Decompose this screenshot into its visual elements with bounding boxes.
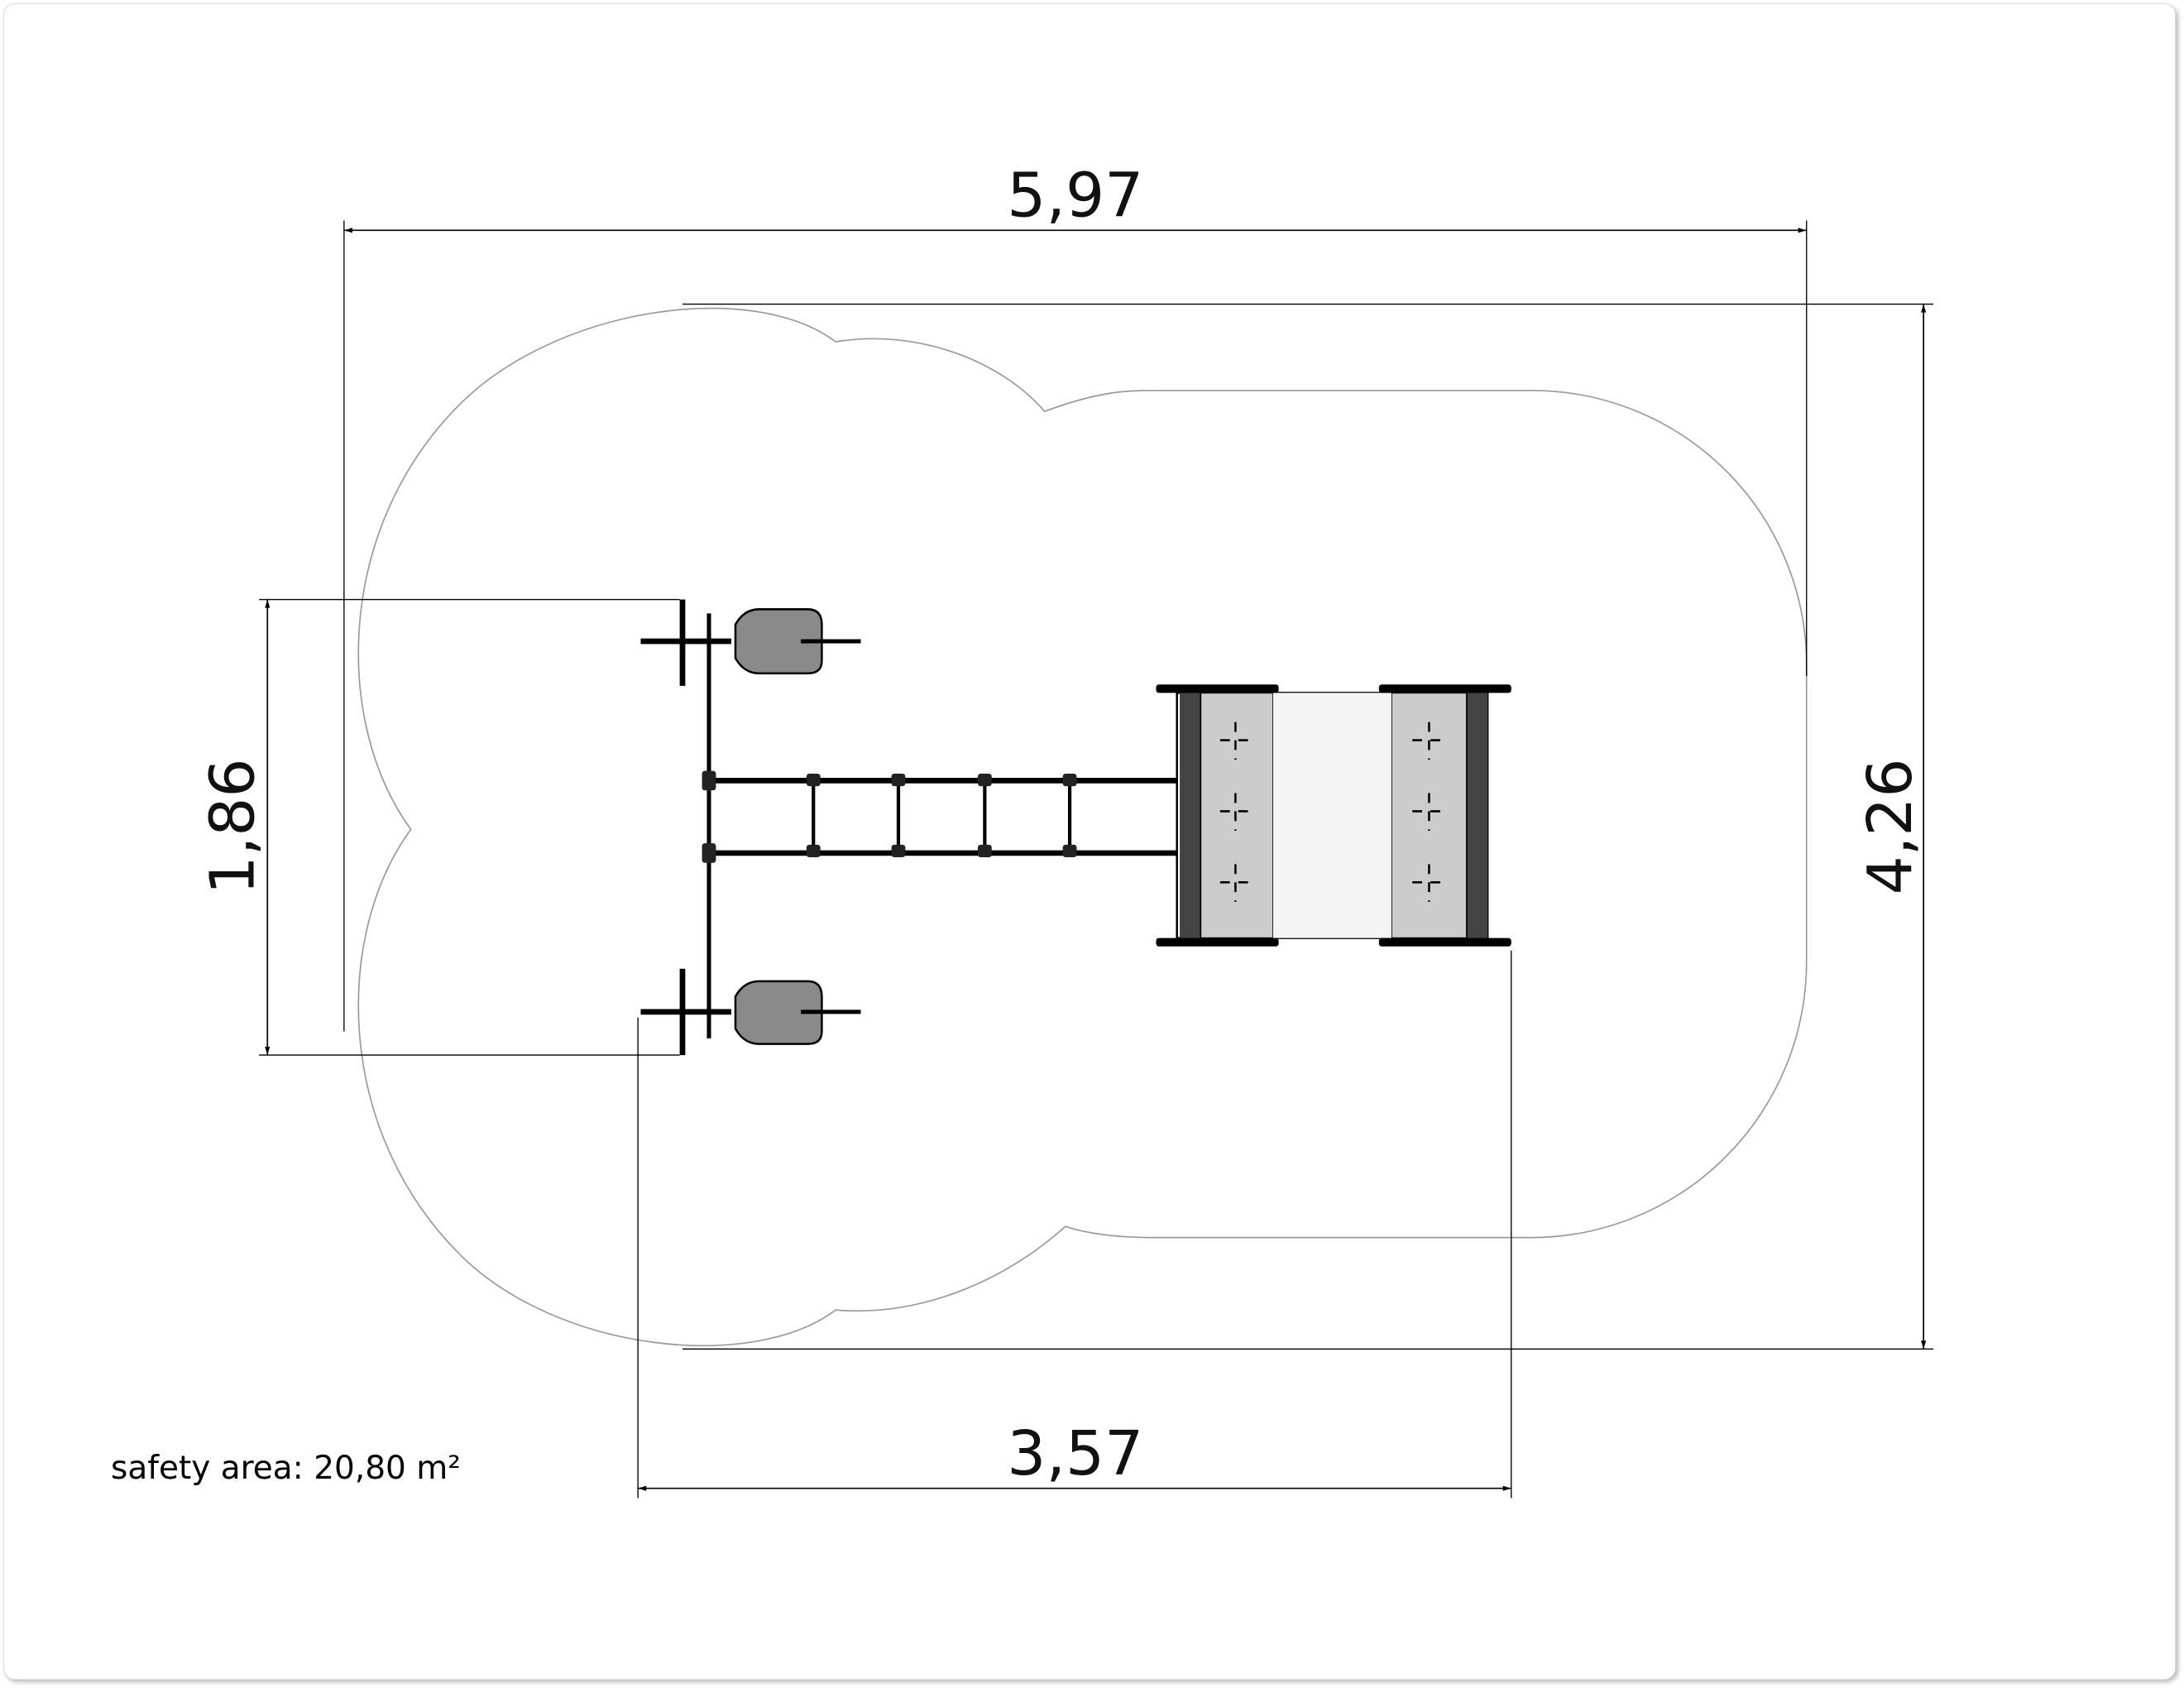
page-frame [3, 3, 2176, 1680]
seat-top [640, 599, 861, 686]
ladder-rungs [812, 780, 1072, 853]
dimension-length-label-text: 3,57 [1007, 1418, 1143, 1489]
safety-area-outline [357, 307, 1808, 1347]
play-equipment [640, 599, 1511, 1056]
platform-markers [1219, 722, 1444, 902]
dimension-seat-span-label: 1,86 [197, 758, 268, 894]
extension-lines [259, 220, 1933, 1499]
dimension-width-label: 5,97 [1007, 161, 1143, 232]
dimension-depth-label: 4,26 [1855, 758, 1926, 894]
seat-bottom [640, 968, 861, 1056]
safety-area-label: safety area: 20,80 m² [111, 1450, 461, 1487]
platform [1156, 684, 1511, 947]
